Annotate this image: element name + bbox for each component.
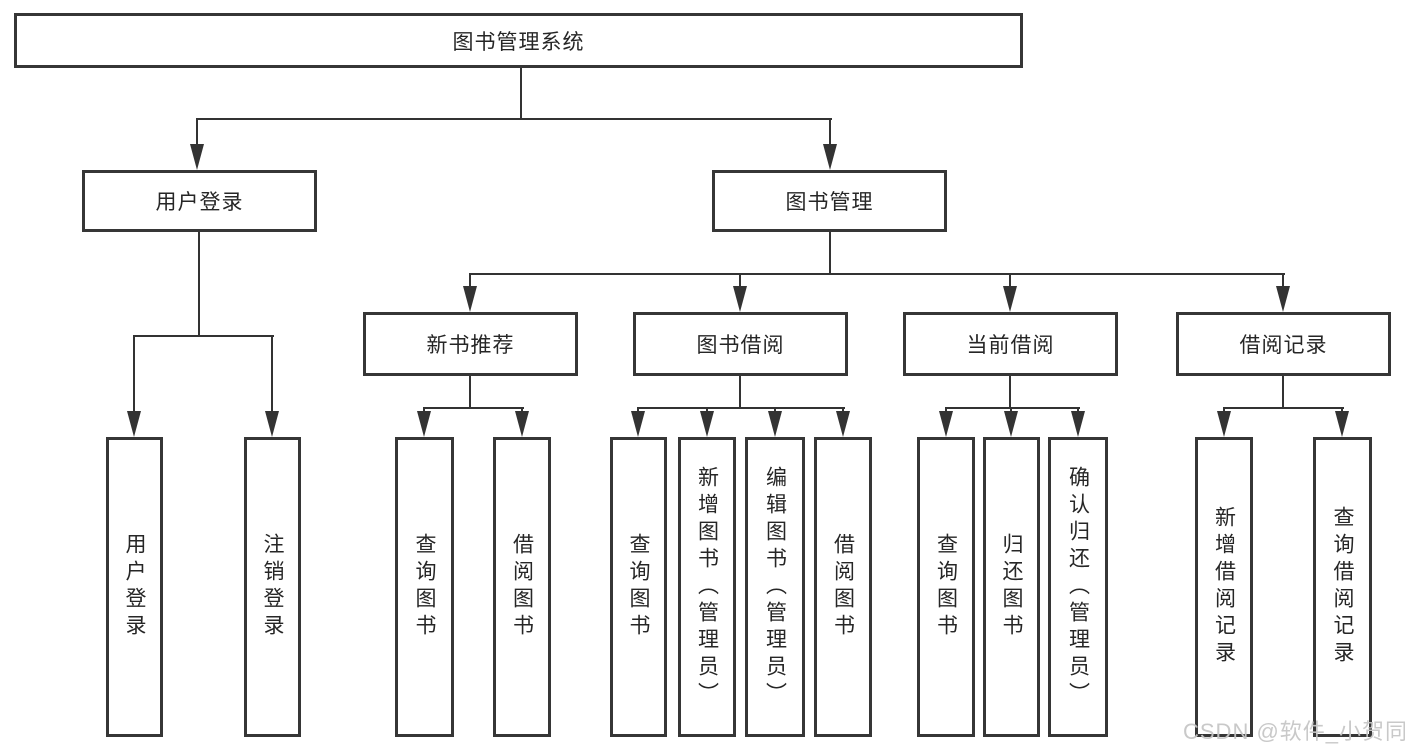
arrowhead-down-icon <box>1004 411 1018 437</box>
node-label: 确认归还（管理员） <box>1066 465 1090 709</box>
node-label: 查询图书 <box>934 533 958 641</box>
leaf-logout: 注销登录 <box>244 437 301 737</box>
connector-line <box>196 118 198 148</box>
connector-line <box>198 232 200 337</box>
arrowhead-down-icon <box>190 144 204 170</box>
connector-line <box>739 273 741 290</box>
node-label: 图书管理系统 <box>452 30 585 54</box>
leaf-query-books-current: 查询图书 <box>917 437 975 737</box>
arrowhead-down-icon <box>700 411 714 437</box>
connector-line <box>470 273 1285 275</box>
node-label: 图书管理 <box>785 191 874 214</box>
node-label: 借阅记录 <box>1239 334 1328 357</box>
arrowhead-down-icon <box>939 411 953 437</box>
connector-line <box>424 407 524 409</box>
leaf-return-books: 归还图书 <box>983 437 1040 737</box>
connector-line <box>469 376 471 409</box>
connector-line <box>829 118 831 148</box>
node-new-book-recommendation: 新书推荐 <box>363 312 578 376</box>
node-label: 查询图书 <box>627 533 650 641</box>
connector-line <box>1009 376 1011 409</box>
node-label: 新书推荐 <box>426 334 515 357</box>
leaf-query-books-borrowing: 查询图书 <box>610 437 667 737</box>
arrowhead-down-icon <box>417 411 431 437</box>
arrowhead-down-icon <box>1217 411 1231 437</box>
arrowhead-down-icon <box>733 286 747 312</box>
node-label: 查询图书 <box>413 533 436 641</box>
node-label: 归还图书 <box>1000 533 1023 641</box>
leaf-add-books-admin: 新增图书（管理员） <box>678 437 736 737</box>
node-label: 注销登录 <box>261 533 284 641</box>
node-current-borrowing: 当前借阅 <box>903 312 1118 376</box>
node-label: 新增借阅记录 <box>1212 506 1236 668</box>
connector-line <box>946 407 1080 409</box>
connector-line <box>520 68 522 120</box>
arrowhead-down-icon <box>265 411 279 437</box>
node-label: 用户登录 <box>155 191 244 214</box>
connector-line <box>271 335 273 415</box>
arrowhead-down-icon <box>1071 411 1085 437</box>
connector-line <box>739 376 741 409</box>
leaf-borrow-books: 借阅图书 <box>814 437 872 737</box>
connector-line <box>829 232 831 275</box>
node-label: 借阅图书 <box>510 533 534 641</box>
arrowhead-down-icon <box>631 411 645 437</box>
node-label: 借阅图书 <box>831 533 855 641</box>
node-book-borrowing: 图书借阅 <box>633 312 848 376</box>
connector-line <box>638 407 845 409</box>
connector-line <box>1282 376 1284 409</box>
arrowhead-down-icon <box>1003 286 1017 312</box>
leaf-edit-books-admin: 编辑图书（管理员） <box>745 437 805 737</box>
arrowhead-down-icon <box>768 411 782 437</box>
arrowhead-down-icon <box>836 411 850 437</box>
connector-line <box>1282 273 1284 290</box>
connector-line <box>197 118 832 120</box>
node-user-login: 用户登录 <box>82 170 317 232</box>
connector-line <box>133 335 135 415</box>
node-library-management-system: 图书管理系统 <box>14 13 1023 68</box>
csdn-watermark: CSDN @软件_小贺同学 <box>1183 719 1405 744</box>
arrowhead-down-icon <box>127 411 141 437</box>
node-label: 新增图书（管理员） <box>695 465 719 709</box>
arrowhead-down-icon <box>515 411 529 437</box>
leaf-user-login: 用户登录 <box>106 437 163 737</box>
node-book-management: 图书管理 <box>712 170 947 232</box>
node-borrowing-records: 借阅记录 <box>1176 312 1391 376</box>
arrowhead-down-icon <box>463 286 477 312</box>
node-label: 查询借阅记录 <box>1331 506 1354 668</box>
node-label: 图书借阅 <box>696 334 785 357</box>
leaf-query-books-recommend: 查询图书 <box>395 437 454 737</box>
node-label: 当前借阅 <box>966 334 1055 357</box>
leaf-query-borrow-record: 查询借阅记录 <box>1313 437 1372 737</box>
node-label: 编辑图书（管理员） <box>763 465 787 709</box>
arrowhead-down-icon <box>1276 286 1290 312</box>
connector-line <box>1224 407 1344 409</box>
leaf-borrow-books-recommend: 借阅图书 <box>493 437 551 737</box>
connector-line <box>1009 273 1011 290</box>
arrowhead-down-icon <box>1335 411 1349 437</box>
leaf-add-borrow-record: 新增借阅记录 <box>1195 437 1253 737</box>
connector-line <box>134 335 274 337</box>
node-label: 用户登录 <box>123 533 146 641</box>
leaf-confirm-return-admin: 确认归还（管理员） <box>1048 437 1108 737</box>
arrowhead-down-icon <box>823 144 837 170</box>
connector-line <box>469 273 471 290</box>
